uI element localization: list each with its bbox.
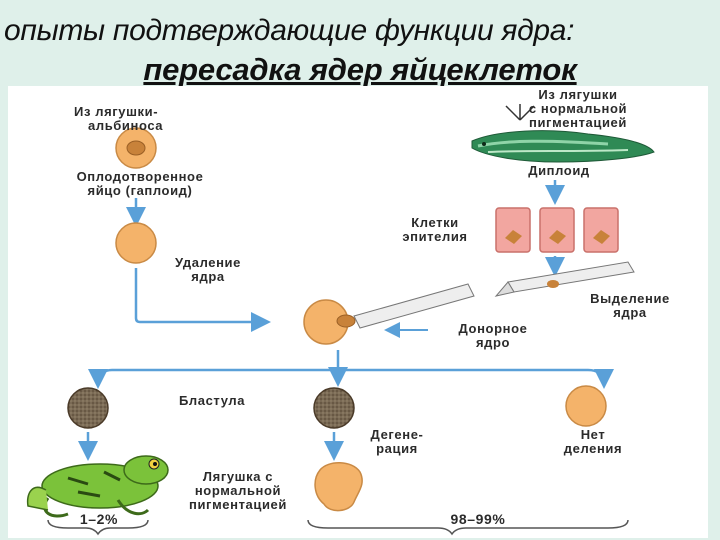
- label-epithelium-line2: эпителия: [402, 229, 468, 244]
- label-percent-left: 1–2%: [79, 511, 119, 527]
- label-normal-line1: Из лягушки: [538, 87, 618, 102]
- diagram-panel: Из лягушки- альбиноса Оплодотворенное яй…: [8, 86, 708, 538]
- label-normal-line3: пигментацией: [529, 115, 627, 130]
- label-no-division-line1: Нет: [580, 427, 606, 442]
- label-percent-right: 98–99%: [450, 511, 506, 527]
- epithelial-cells: [495, 207, 619, 253]
- title-line-2: пересадка ядер яйцеклеток: [143, 52, 577, 87]
- recipient-egg: [303, 299, 356, 345]
- title-line-1: опыты подтверждающие функции ядра:: [4, 14, 575, 47]
- label-removal-line1: Удаление: [175, 255, 241, 270]
- tadpole: [471, 130, 655, 163]
- diagram-drawing: [26, 104, 655, 536]
- pointer-icon: [505, 105, 535, 121]
- label-donor: Донорное ядро: [428, 322, 558, 350]
- label-degeneration: Дегене- рация: [352, 428, 442, 456]
- label-no-division: Нет деления: [548, 428, 638, 456]
- degenerated-embryo: [314, 462, 363, 512]
- arrow-to-recipient: [134, 268, 271, 332]
- label-epithelium-line1: Клетки: [411, 215, 459, 230]
- label-albino-line2: альбиноса: [88, 118, 164, 133]
- label-removal: Удаление ядра: [148, 256, 268, 284]
- blastula-left: [67, 387, 109, 429]
- label-fertilized: Оплодотворенное яйцо (гаплоид): [30, 170, 250, 198]
- brace-left: [47, 519, 149, 536]
- label-albino: Из лягушки- альбиноса: [74, 105, 163, 133]
- branch-line: [96, 368, 606, 383]
- extraction-pipette: [494, 261, 635, 297]
- blastula-center: [313, 387, 355, 429]
- frog-icon: [26, 455, 169, 518]
- label-epithelium: Клетки эпителия: [380, 216, 490, 244]
- label-degeneration-line2: рация: [376, 441, 418, 456]
- label-normal-line2: с нормальной: [528, 101, 628, 116]
- label-frog-line2: нормальной: [194, 483, 282, 498]
- label-donor-line2: ядро: [475, 335, 511, 350]
- label-blastula: Бластула: [178, 393, 246, 408]
- label-no-division-line2: деления: [563, 441, 623, 456]
- label-fertilized-line1: Оплодотворенное: [76, 169, 204, 184]
- label-frog-line1: Лягушка с: [202, 469, 274, 484]
- label-fertilized-line2: яйцо (гаплоид): [87, 183, 193, 198]
- label-albino-line1: Из лягушки-: [74, 104, 159, 119]
- enucleated-egg: [115, 222, 157, 264]
- label-degeneration-line1: Дегене-: [370, 427, 424, 442]
- label-normal-frog: Из лягушки с нормальной пигментацией: [498, 88, 658, 130]
- brace-right: [307, 519, 629, 536]
- label-donor-line1: Донорное: [458, 321, 528, 336]
- label-removal-line2: ядра: [191, 269, 225, 284]
- label-extraction: Выделение ядра: [560, 292, 700, 320]
- injection-pipette: [353, 283, 475, 329]
- label-normal-frog-result: Лягушка с нормальной пигментацией: [168, 470, 308, 512]
- label-extraction-line1: Выделение: [590, 291, 670, 306]
- label-diploid: Диплоид: [528, 163, 590, 178]
- label-extraction-line2: ядра: [613, 305, 647, 320]
- fertilized-egg: [115, 127, 157, 169]
- label-frog-line3: пигментацией: [189, 497, 287, 512]
- undivided-egg: [565, 385, 607, 427]
